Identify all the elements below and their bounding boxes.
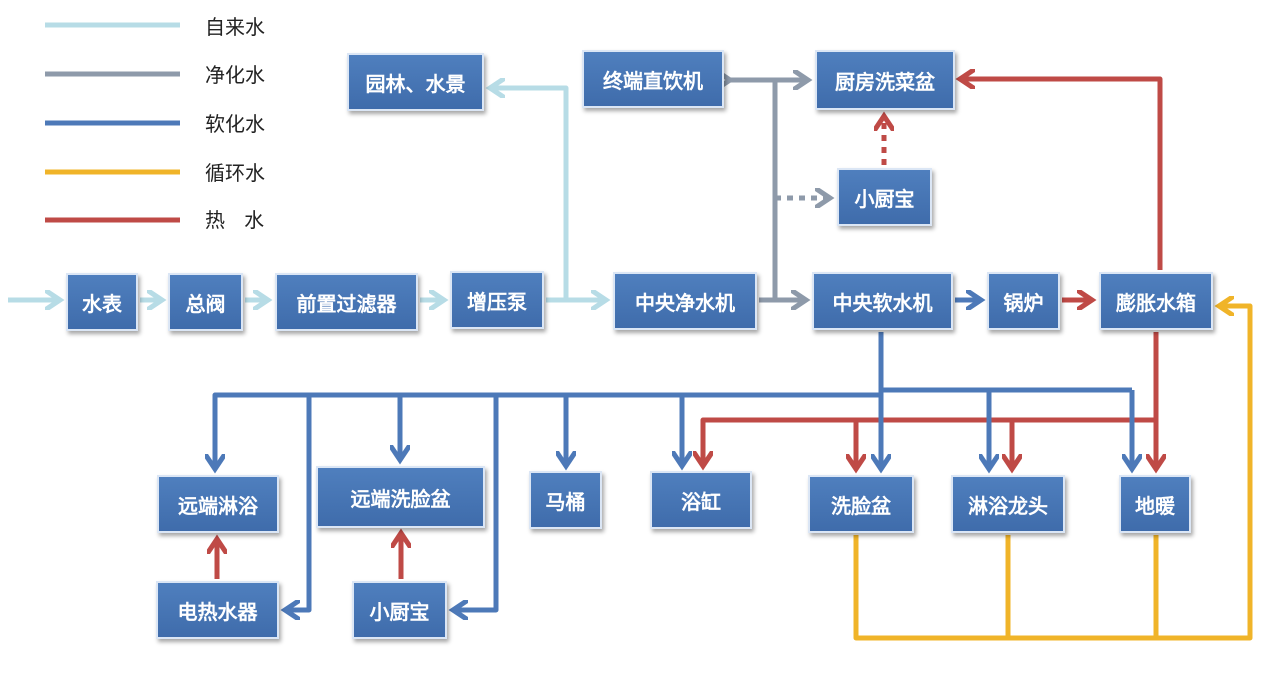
node-floor-heating: 地暖 bbox=[1119, 475, 1191, 533]
legend-label-tap: 自来水 bbox=[205, 15, 265, 39]
node-bathtub: 浴缸 bbox=[650, 471, 752, 529]
node-wash-basin: 洗脸盆 bbox=[808, 475, 914, 533]
node-kitchen-sink: 厨房洗菜盆 bbox=[815, 50, 955, 110]
node-booster-pump: 增压泵 bbox=[450, 271, 544, 329]
legend-label-softened: 软化水 bbox=[205, 112, 265, 136]
legend-label-circulating: 循环水 bbox=[205, 161, 265, 185]
node-shower-head: 淋浴龙头 bbox=[951, 475, 1065, 533]
pipe-return-loop bbox=[853, 306, 1253, 641]
node-garden: 园林、水景 bbox=[347, 53, 484, 111]
legend-label-purified: 净化水 bbox=[205, 63, 265, 87]
node-remote-basin: 远端洗脸盆 bbox=[316, 466, 485, 528]
pipe-tank-sink bbox=[960, 79, 1163, 270]
node-toilet: 马桶 bbox=[529, 471, 602, 529]
node-kitchen-heater-bottom: 小厨宝 bbox=[352, 581, 447, 639]
node-meter: 水表 bbox=[66, 273, 138, 331]
node-kitchen-heater-top: 小厨宝 bbox=[837, 168, 932, 226]
pipe-hot-main bbox=[703, 332, 1159, 466]
node-terminal-dispenser: 终端直饮机 bbox=[582, 50, 724, 108]
node-electric-heater: 电热水器 bbox=[156, 581, 279, 639]
node-boiler: 锅炉 bbox=[987, 272, 1060, 330]
node-main-valve: 总阀 bbox=[168, 273, 243, 331]
node-central-softener: 中央软水机 bbox=[812, 272, 953, 330]
node-remote-shower: 远端淋浴 bbox=[157, 475, 279, 533]
pipe-soft-eheater bbox=[285, 395, 312, 610]
node-central-purifier: 中央净水机 bbox=[613, 272, 757, 330]
node-pre-filter: 前置过滤器 bbox=[275, 273, 418, 331]
pipe-soft-branch bbox=[215, 392, 881, 469]
pipe-soft-kheater bbox=[453, 395, 499, 610]
legend-label-hot: 热 水 bbox=[205, 208, 265, 232]
pipe-to-garden bbox=[490, 88, 569, 300]
node-expansion-tank: 膨胀水箱 bbox=[1099, 272, 1213, 330]
